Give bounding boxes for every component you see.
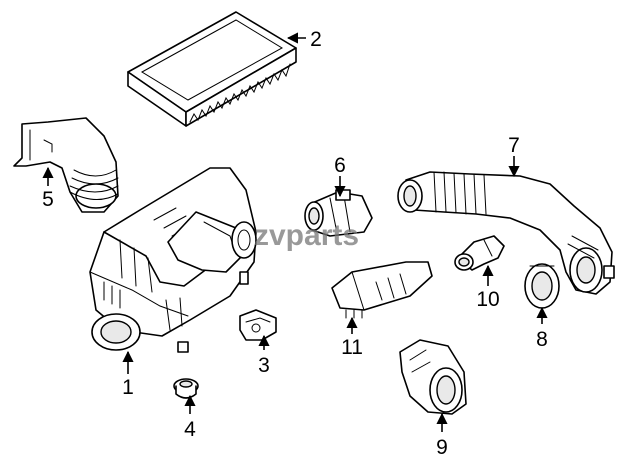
- callout-10[interactable]: 10: [476, 288, 499, 311]
- grommet[interactable]: [173, 378, 199, 399]
- air-cleaner-housing[interactable]: [89, 167, 257, 353]
- hose-clamp-ring[interactable]: [524, 263, 560, 309]
- callout-4[interactable]: 4: [184, 418, 196, 441]
- throttle-body-adapter[interactable]: [399, 339, 467, 415]
- callout-8[interactable]: 8: [536, 328, 548, 351]
- resonator[interactable]: [331, 261, 433, 319]
- callout-5[interactable]: 5: [42, 188, 54, 211]
- callout-6[interactable]: 6: [334, 154, 346, 177]
- mass-air-flow-sensor[interactable]: [304, 189, 373, 237]
- callout-7[interactable]: 7: [508, 134, 520, 157]
- intake-scoop-duct[interactable]: [13, 117, 119, 213]
- air-filter-element[interactable]: [127, 11, 297, 127]
- callout-2[interactable]: 2: [310, 28, 322, 51]
- watermark: zvparts: [254, 219, 359, 252]
- elbow-hose[interactable]: [454, 235, 505, 271]
- callout-11[interactable]: 11: [341, 336, 363, 359]
- callout-1[interactable]: 1: [122, 376, 134, 399]
- callout-9[interactable]: 9: [436, 436, 448, 459]
- outlet-air-duct[interactable]: [397, 171, 615, 295]
- mounting-bracket[interactable]: [239, 309, 277, 341]
- callout-3[interactable]: 3: [258, 354, 270, 377]
